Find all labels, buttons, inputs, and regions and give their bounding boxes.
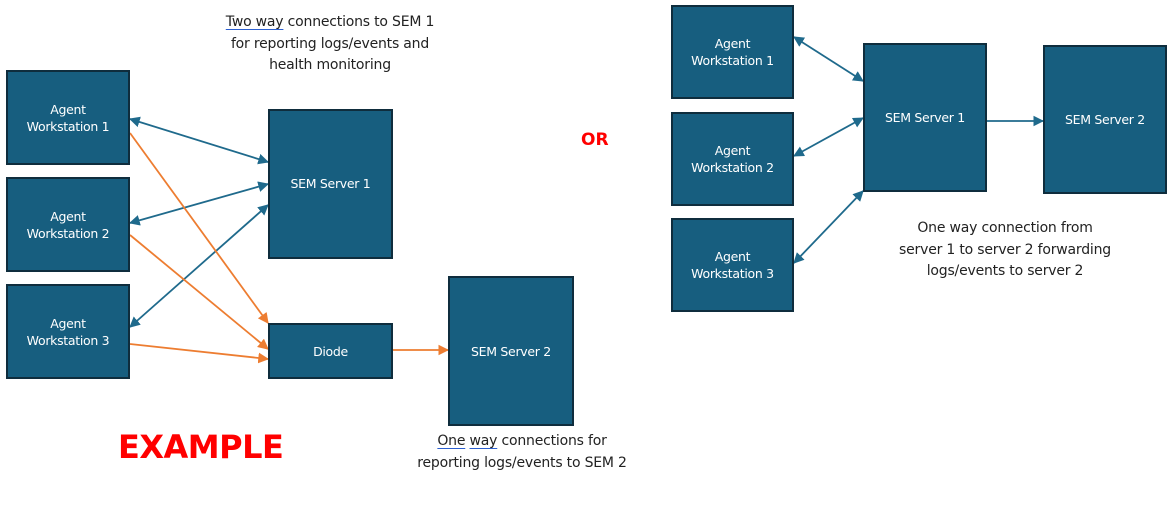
left-agent-workstation-3[interactable]: Agent Workstation 3 [6, 284, 130, 379]
one-way-connections-note: One way connections for reporting logs/e… [412, 431, 632, 474]
left-edge-ws2-to-sem1 [128, 181, 270, 226]
left-sem-server-1[interactable]: SEM Server 1 [268, 109, 393, 259]
right-sem-server-1[interactable]: SEM Server 1 [863, 43, 987, 192]
or-label: OR [581, 130, 609, 150]
right-edge-ws1-to-sem1 [793, 36, 864, 82]
right-agent-workstation-1[interactable]: Agent Workstation 1 [671, 5, 794, 99]
left-edge-ws2-to-diode [129, 234, 269, 350]
left-agent-workstation-1[interactable]: Agent Workstation 1 [6, 70, 130, 165]
diode[interactable]: Diode [268, 323, 393, 379]
left-sem-server-2[interactable]: SEM Server 2 [448, 276, 574, 426]
one-underlined-text: One [437, 433, 466, 449]
left-edge-ws1-to-sem1 [128, 116, 270, 165]
right-one-way-connection-note: One way connection from server 1 to serv… [899, 220, 1111, 279]
left-edge-ws3-to-diode [129, 343, 270, 364]
two-way-underlined-text: Two way [225, 14, 284, 30]
right-agent-workstation-3[interactable]: Agent Workstation 3 [671, 218, 794, 312]
two-way-connections-note: Two way connections to SEM 1 for reporti… [222, 12, 438, 77]
two-way-note-text: connections to SEM 1 for reporting logs/… [230, 14, 435, 73]
right-agent-workstation-2[interactable]: Agent Workstation 2 [671, 112, 794, 206]
right-sem-server-2[interactable]: SEM Server 2 [1043, 45, 1167, 194]
left-agent-workstation-2[interactable]: Agent Workstation 2 [6, 177, 130, 272]
left-edge-ws3-to-sem1 [129, 204, 269, 328]
way-underlined-text: way [469, 433, 498, 449]
one-way-note-text: connections for reporting logs/events to… [417, 433, 627, 471]
right-edge-ws2-to-sem1 [793, 117, 864, 157]
right-edge-ws3-to-sem1 [793, 190, 864, 264]
example-label: EXAMPLE [118, 428, 284, 466]
left-edge-ws1-to-diode [129, 132, 269, 324]
